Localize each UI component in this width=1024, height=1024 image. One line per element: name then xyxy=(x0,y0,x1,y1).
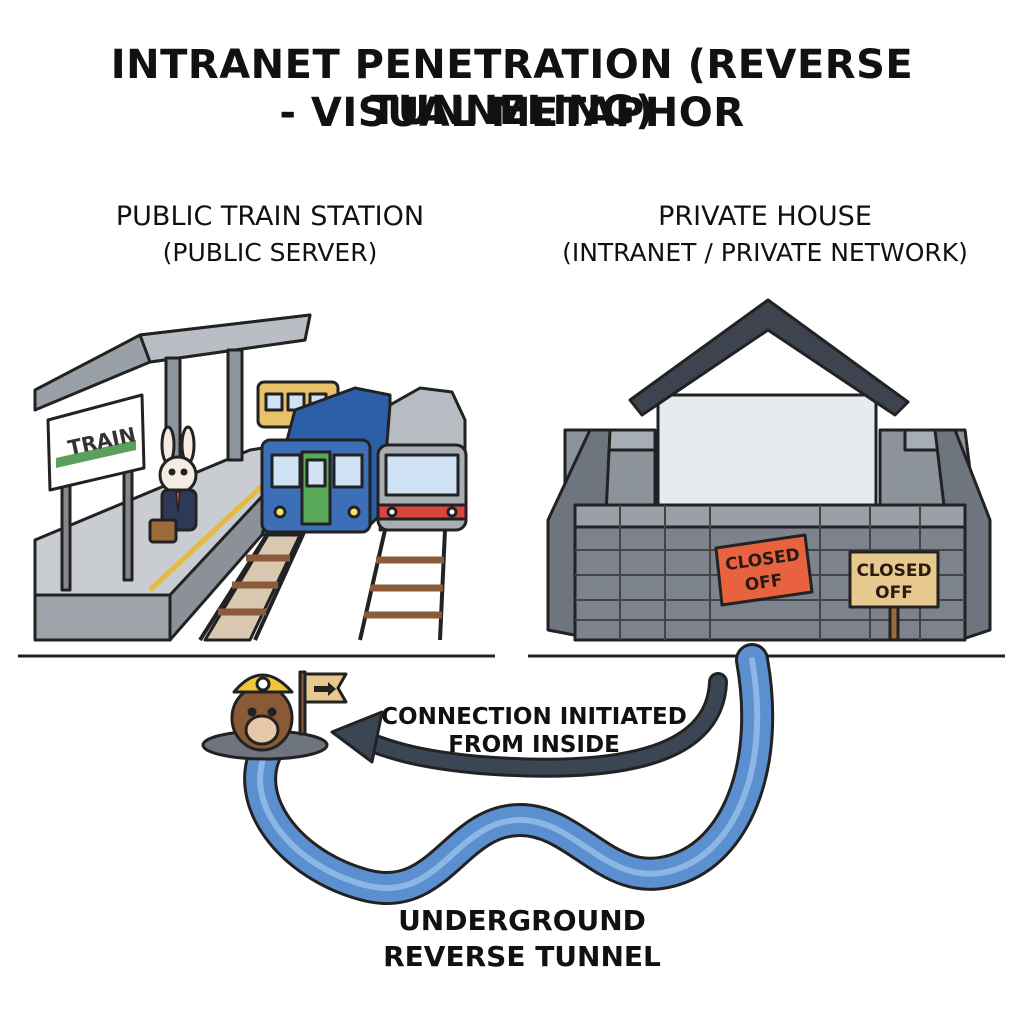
house-heading: PRIVATE HOUSE xyxy=(658,201,872,232)
house-subheading: (INTRANET / PRIVATE NETWORK) xyxy=(562,238,968,267)
closed-off-sign-red: CLOSED OFF xyxy=(714,533,814,607)
train-station-illustration: TRAIN xyxy=(33,313,468,642)
tunnel-label-line2: REVERSE TUNNEL xyxy=(383,940,661,973)
rabbit-traveler-icon xyxy=(148,425,198,544)
reverse-tunnel xyxy=(243,643,775,905)
closed-off-sign-tan: CLOSED OFF xyxy=(848,550,940,642)
private-house-illustration: CLOSED OFF CLOSED OFF xyxy=(546,298,992,642)
tan-sign-line2: OFF xyxy=(875,583,913,603)
diagram-title-line2: - VISUAL METAPHOR xyxy=(279,90,745,136)
tan-sign-line1: CLOSED xyxy=(856,561,931,581)
connection-arrow xyxy=(330,672,728,778)
diagram-title-line1: INTRANET PENETRATION (REVERSE TUNNELING) xyxy=(110,42,914,134)
arrow-label-line2: FROM INSIDE xyxy=(448,732,620,758)
arrow-flag-icon xyxy=(303,672,348,704)
arrow-label-line1: CONNECTION INITIATED xyxy=(381,704,687,730)
station-subheading: (PUBLIC SERVER) xyxy=(162,238,378,267)
tunnel-label-line1: UNDERGROUND xyxy=(398,904,646,937)
mole-miner-icon xyxy=(201,670,348,761)
station-heading: PUBLIC TRAIN STATION xyxy=(115,201,425,232)
